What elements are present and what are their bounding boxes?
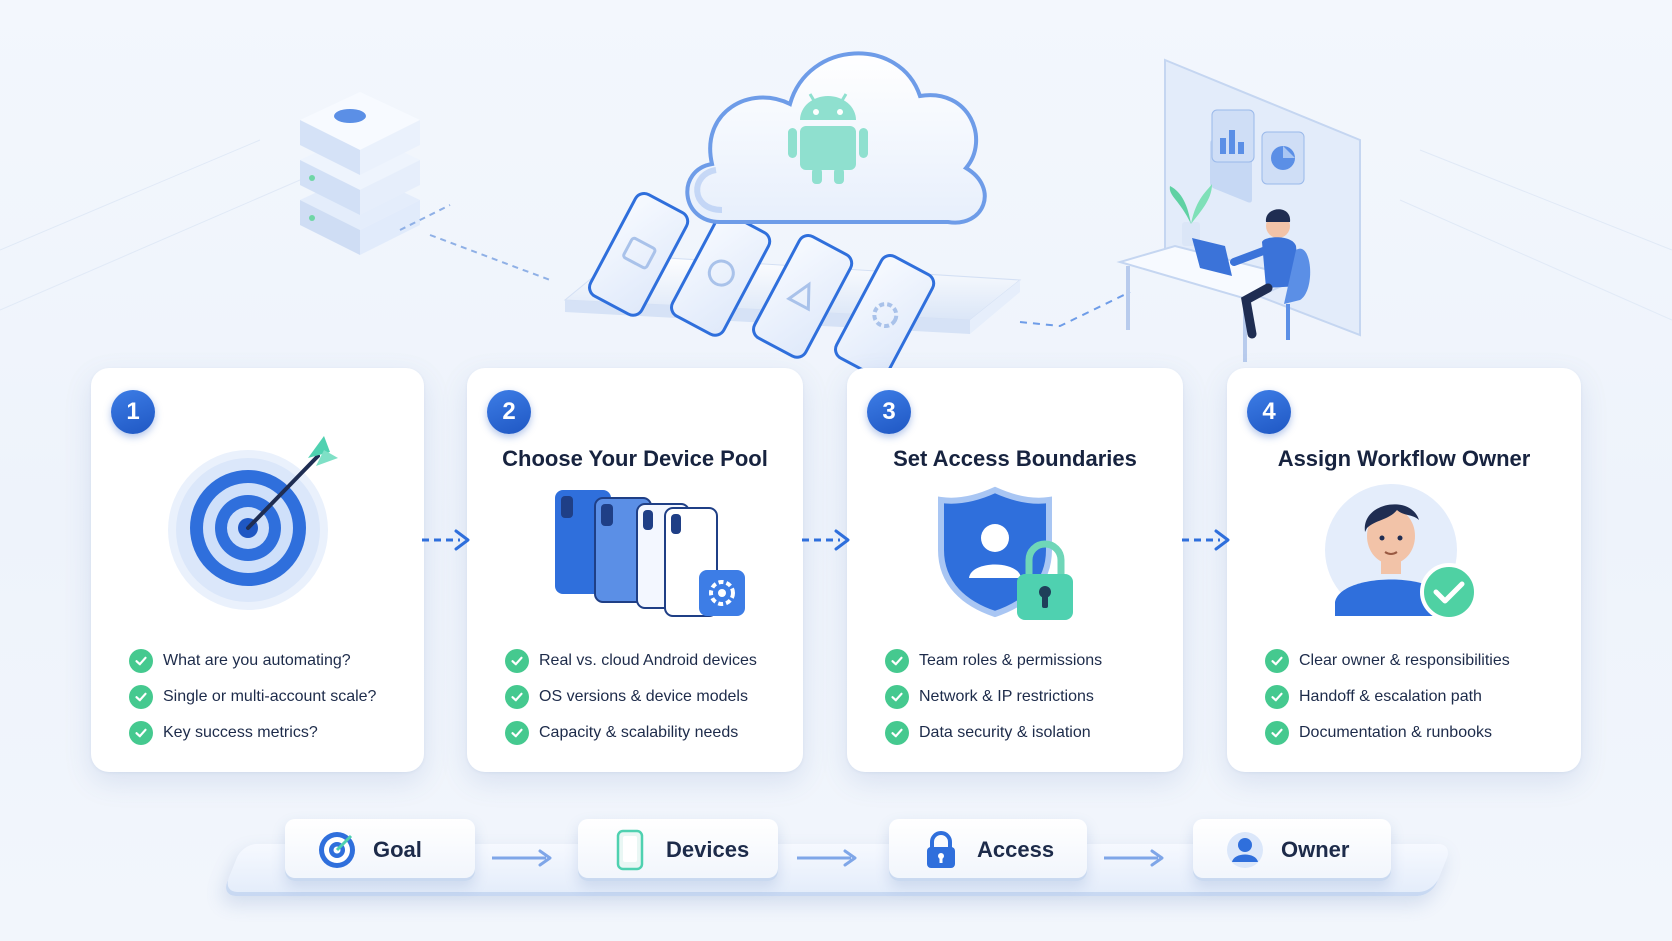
- step-card-3: 3 Set Access Boundaries Team roles & per…: [847, 368, 1183, 772]
- checklist-item-label: Clear owner & responsibilities: [1299, 652, 1510, 669]
- step-title: Assign Workflow Owner: [1277, 446, 1531, 471]
- checklist-item-label: OS versions & device models: [539, 688, 748, 705]
- pipeline-step-label: Owner: [1281, 837, 1350, 862]
- checklist-item-label: Single or multi-account scale?: [163, 688, 377, 705]
- user-icon: [1225, 830, 1265, 870]
- lock-icon: [921, 830, 961, 870]
- checklist-item: Data security & isolation: [885, 715, 1173, 751]
- step-title: Set Access Boundaries: [893, 446, 1137, 471]
- check-icon: [129, 685, 153, 709]
- target-icon: [91, 418, 424, 618]
- arrow-right-icon: [797, 849, 857, 867]
- check-icon: [885, 649, 909, 673]
- step-checklist: Real vs. cloud Android devices OS versio…: [505, 643, 793, 751]
- checklist-item: Capacity & scalability needs: [505, 715, 793, 751]
- check-icon: [505, 721, 529, 745]
- pipeline-step-devices: Devices: [578, 819, 778, 881]
- step-checklist: What are you automating? Single or multi…: [129, 643, 414, 751]
- shield-lock-icon: [847, 480, 1183, 640]
- checklist-item: Network & IP restrictions: [885, 679, 1173, 715]
- checklist-item: Clear owner & responsibilities: [1265, 643, 1571, 679]
- pipeline-step-label: Devices: [666, 837, 750, 862]
- checklist-item: Documentation & runbooks: [1265, 715, 1571, 751]
- checklist-item-label: Network & IP restrictions: [919, 688, 1094, 705]
- check-icon: [1265, 721, 1289, 745]
- check-icon: [1265, 649, 1289, 673]
- owner-icon: [1227, 480, 1581, 640]
- check-icon: [1265, 685, 1289, 709]
- checklist-item-label: Capacity & scalability needs: [539, 724, 739, 741]
- hero-illustration: [0, 51, 1672, 379]
- checklist-item-label: Documentation & runbooks: [1299, 724, 1492, 741]
- workstation-illustration: [1116, 58, 1361, 362]
- phone-icon: [610, 829, 650, 871]
- target-icon: [317, 830, 357, 870]
- checklist-item-label: Handoff & escalation path: [1299, 688, 1482, 705]
- device-pool-icon: [467, 480, 803, 640]
- step-card-4: 4 Assign Workflow Owner Clear owner & re…: [1227, 368, 1581, 772]
- checklist-item: What are you automating?: [129, 643, 414, 679]
- pipeline-step-goal: Goal: [285, 819, 475, 881]
- step-card-2: 2 Choose Your Device Pool Real vs. cloud…: [467, 368, 803, 772]
- checklist-item-label: Data security & isolation: [919, 724, 1091, 741]
- step-checklist: Team roles & permissions Network & IP re…: [885, 643, 1173, 751]
- check-icon: [885, 721, 909, 745]
- pipeline-step-access: Access: [889, 819, 1087, 881]
- check-icon: [885, 685, 909, 709]
- checklist-item: Handoff & escalation path: [1265, 679, 1571, 715]
- step-card-1: 1 What are you automating? Single or mul…: [91, 368, 424, 772]
- dashed-arrow-icon: [422, 529, 470, 551]
- server-stack-icon: [300, 92, 451, 255]
- step-title: Choose Your Device Pool: [502, 446, 768, 471]
- android-icon: [788, 93, 868, 184]
- dashed-arrow-icon: [802, 529, 850, 551]
- pipeline-step-label: Access: [977, 837, 1055, 862]
- cloud-phones: [588, 192, 936, 379]
- dashed-arrow-icon: [1182, 529, 1230, 551]
- checklist-item-label: Team roles & permissions: [919, 652, 1103, 669]
- step-number-badge: 2: [487, 390, 531, 434]
- checklist-item: Key success metrics?: [129, 715, 414, 751]
- checklist-item: Single or multi-account scale?: [129, 679, 414, 715]
- check-icon: [505, 685, 529, 709]
- checklist-item: Real vs. cloud Android devices: [505, 643, 793, 679]
- checklist-item-label: Key success metrics?: [163, 724, 318, 741]
- pipeline-step-label: Goal: [373, 837, 422, 862]
- checklist-item: Team roles & permissions: [885, 643, 1173, 679]
- checklist-item-label: Real vs. cloud Android devices: [539, 652, 757, 669]
- check-icon: [129, 721, 153, 745]
- step-number-badge: 3: [867, 390, 911, 434]
- arrow-right-icon: [1104, 849, 1164, 867]
- checklist-item-label: What are you automating?: [163, 652, 351, 669]
- check-icon: [129, 649, 153, 673]
- step-number-badge: 4: [1247, 390, 1291, 434]
- pipeline-step-owner: Owner: [1193, 819, 1391, 881]
- step-number-badge: 1: [111, 390, 155, 434]
- arrow-right-icon: [492, 849, 552, 867]
- checklist-item: OS versions & device models: [505, 679, 793, 715]
- step-checklist: Clear owner & responsibilities Handoff &…: [1265, 643, 1571, 751]
- check-icon: [505, 649, 529, 673]
